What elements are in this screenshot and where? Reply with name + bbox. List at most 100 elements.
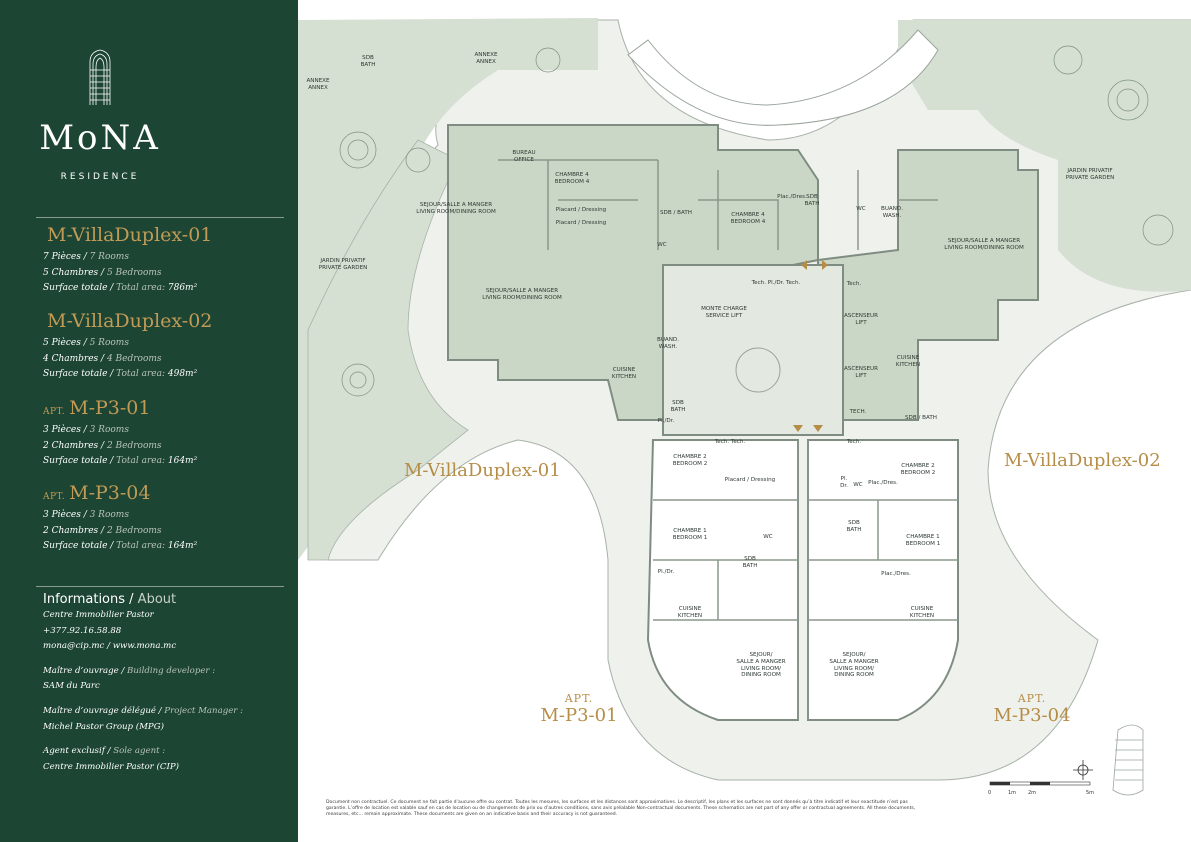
room-label-line: ANNEXE	[474, 52, 498, 58]
room-label: WC	[657, 242, 666, 249]
room-label-line: CHAMBRE 4	[555, 172, 589, 178]
room-label-line: DINING ROOM	[741, 672, 781, 679]
room-label-line: WC	[763, 534, 773, 540]
room-label-line: BEDROOM 4	[730, 218, 766, 225]
unit-area: Surface totale / Total area: 498m²	[43, 369, 198, 379]
room-label: Pl.Dr.	[840, 476, 848, 490]
room-label-line: CHAMBRE 2	[673, 454, 707, 460]
info-line: Michel Pastor Group (MPG)	[43, 720, 283, 736]
room-label-line: BATH	[804, 200, 820, 207]
info-line: Centre Immobilier Pastor (CIP)	[43, 760, 283, 776]
room-label-line: LIVING ROOM/	[834, 665, 874, 672]
room-label: BUAND.WASH.	[881, 206, 903, 220]
room-label: Tech. Tech.	[715, 439, 745, 446]
room-label-line: SALLE A MANGER	[736, 658, 786, 665]
room-label: Tech.	[847, 439, 861, 446]
room-label: Placard / Dressing	[556, 207, 606, 214]
info-text-en: Project Manager :	[161, 705, 244, 716]
unit-villa-duplex-01: M-VillaDuplex-01 7 Pièces / 7 Rooms 5 Ch…	[43, 224, 212, 297]
room-label: Plac./Dres.	[868, 480, 898, 487]
room-label-line: PRIVATE GARDEN	[318, 264, 368, 271]
room-label-line: ASCENSEUR	[843, 366, 879, 372]
room-label-line: BUAND.	[880, 206, 904, 212]
plan-label-villa-duplex-02: M-VillaDuplex-02	[1004, 450, 1161, 471]
room-label-line: SDB	[744, 556, 756, 562]
room-label-line: Tech.	[846, 281, 862, 287]
unit-title: M-VillaDuplex-02	[47, 310, 213, 332]
room-label-line: ANNEXE	[306, 78, 330, 84]
info-text: Maître d’ouvrage /	[43, 665, 125, 676]
unit-area: Surface totale / Total area: 786m²	[43, 283, 198, 293]
room-label-line: BEDROOM 2	[900, 469, 936, 476]
info-spacer	[43, 695, 283, 704]
room-label-line: LIFT	[855, 319, 867, 326]
room-label-line: PRIVATE GARDEN	[1065, 174, 1115, 181]
room-label: WC	[853, 482, 862, 489]
room-label-line: BUAND.	[656, 337, 680, 343]
scale-label: 5m	[1086, 790, 1095, 796]
room-label: Plac./Dres.	[881, 571, 911, 578]
info-block: Informations / About Centre Immobilier P…	[43, 592, 283, 775]
room-label-line: SDB	[806, 194, 818, 200]
info-text: mona@cip.mc / www.mona.mc	[43, 641, 177, 652]
room-label: Plac./Dres.	[777, 194, 807, 201]
floor-plan-drawing	[298, 18, 1191, 796]
room-label-line: JARDIN PRIVATIF	[320, 258, 366, 264]
info-line: SAM du Parc	[43, 679, 283, 695]
unit-area: Surface totale / Total area: 164m²	[43, 456, 198, 466]
unit-title: APT.M-P3-04	[43, 482, 151, 504]
unit-rooms: 3 Pièces / 3 Rooms	[43, 510, 129, 520]
room-label-line: Plac./Dres.	[881, 571, 911, 577]
sidebar: MoNA RESIDENCE M-VillaDuplex-01 7 Pièces…	[0, 0, 298, 842]
room-label-line: Dr.	[840, 482, 848, 489]
unit-rooms: 3 Pièces / 3 Rooms	[43, 425, 129, 435]
room-label-line: Tech. Pl./Dr. Tech.	[751, 280, 801, 286]
room-label-line: CUISINE	[612, 367, 636, 373]
unit-rooms: 7 Pièces / 7 Rooms	[43, 252, 129, 262]
unit-bedrooms: 2 Chambres / 2 Bedrooms	[43, 440, 162, 451]
unit-title: APT.M-P3-01	[43, 397, 151, 419]
room-label-line: BATH	[360, 61, 376, 68]
apt-label-m-p3-04: APT. M-P3-04	[993, 692, 1071, 726]
room-label-line: LIVING ROOM/DINING ROOM	[482, 294, 562, 301]
unit-area: Surface totale / Total area: 164m²	[43, 541, 198, 551]
room-label: WC	[763, 534, 772, 541]
compass-icon	[1073, 760, 1093, 780]
brand-subtitle: RESIDENCE	[60, 172, 140, 182]
room-label-line: Pl.	[840, 476, 848, 482]
room-label: SDB / BATH	[905, 415, 937, 422]
room-label: SDB / BATH	[660, 210, 692, 217]
room-label-line: SDB / BATH	[660, 210, 692, 216]
room-label-line: SEJOUR/SALLE A MANGER	[419, 202, 493, 208]
room-label-line: BATH	[670, 406, 686, 413]
room-label-line: CHAMBRE 1	[673, 528, 707, 534]
room-label-line: KITCHEN	[677, 612, 703, 619]
brand-name: MoNA	[39, 118, 161, 158]
info-line: Maître d’ouvrage délégué / Project Manag…	[43, 704, 283, 720]
info-text: SAM du Parc	[43, 681, 100, 692]
room-label-line: Pl./Dr.	[657, 418, 675, 424]
room-label-line: KITCHEN	[611, 373, 637, 380]
room-label-line: CUISINE	[910, 606, 934, 612]
room-label-line: BATH	[742, 562, 758, 569]
room-label-line: LIVING ROOM/DINING ROOM	[944, 244, 1024, 251]
room-label-line: SEJOUR/	[749, 652, 773, 658]
room-label-line: BATH	[846, 526, 862, 533]
